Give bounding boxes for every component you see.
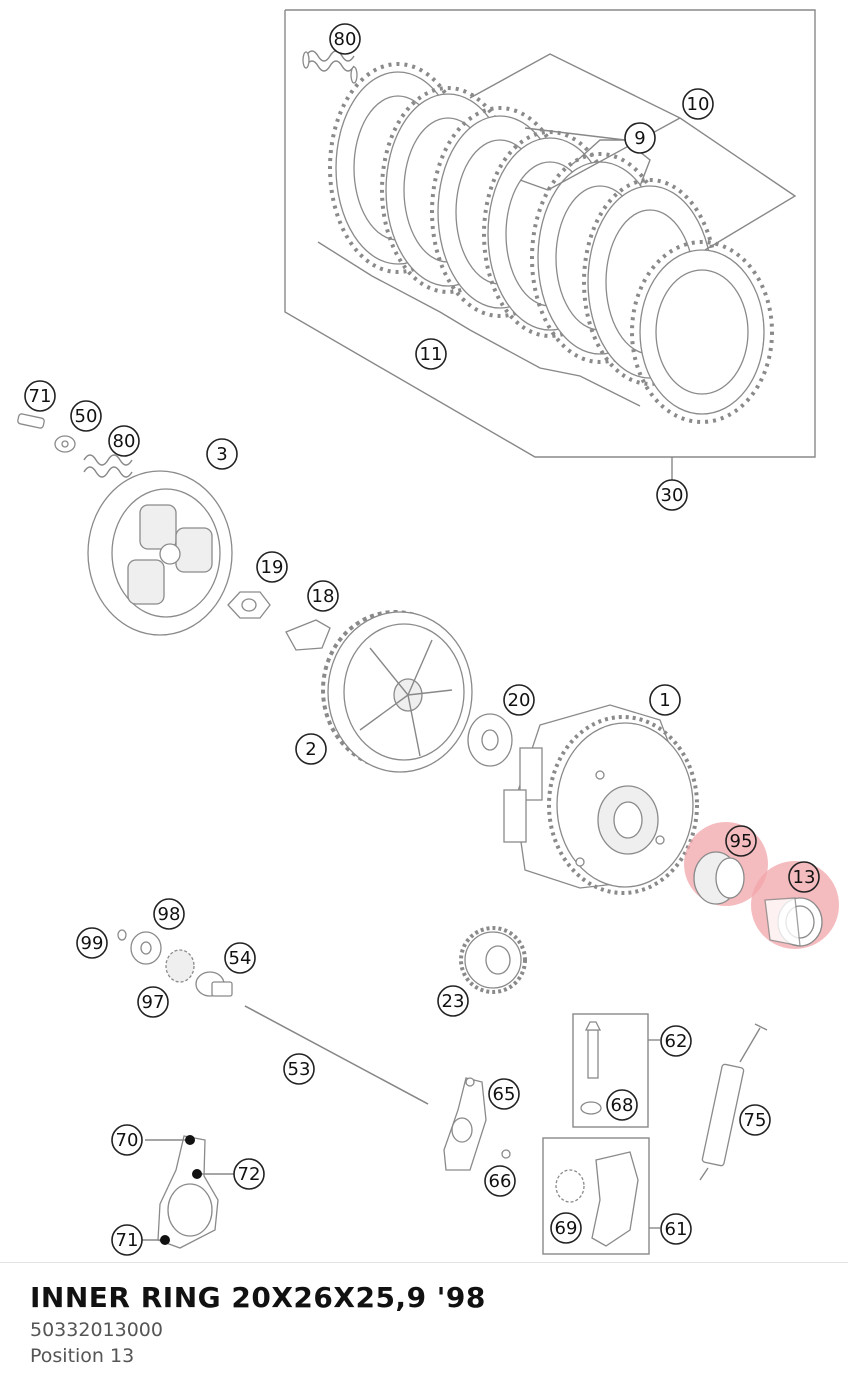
svg-text:68: 68 [611, 1095, 634, 1116]
callout-97[interactable]: 97 [137, 986, 169, 1018]
highlighted-parts [684, 822, 839, 949]
callout-18[interactable]: 18 [307, 580, 339, 612]
svg-text:19: 19 [261, 557, 284, 578]
svg-text:65: 65 [493, 1084, 516, 1105]
callout-10[interactable]: 10 [682, 88, 714, 120]
clutch-disc-stack [328, 62, 774, 424]
svg-text:99: 99 [81, 933, 104, 954]
svg-text:98: 98 [158, 904, 181, 925]
callout-11[interactable]: 11 [415, 338, 447, 370]
callout-50[interactable]: 50 [70, 400, 102, 432]
callout-1[interactable]: 1 [649, 684, 681, 716]
svg-text:50: 50 [75, 406, 98, 427]
pressure-plate-group [17, 413, 331, 651]
svg-text:62: 62 [665, 1031, 688, 1052]
svg-text:9: 9 [634, 128, 645, 149]
callout-70[interactable]: 70 [111, 1124, 143, 1156]
callout-62[interactable]: 62 [660, 1025, 692, 1057]
clutch-disc-kit-outline [284, 9, 816, 480]
gear-part-23 [459, 926, 527, 994]
callout-72[interactable]: 72 [233, 1158, 265, 1190]
callout-71-top[interactable]: 71 [24, 380, 56, 412]
svg-text:23: 23 [442, 991, 465, 1012]
syringe-part-75 [699, 1023, 768, 1181]
callout-71-bottom[interactable]: 71 [111, 1224, 143, 1256]
svg-text:66: 66 [489, 1171, 512, 1192]
callout-30[interactable]: 30 [656, 479, 688, 511]
svg-text:72: 72 [238, 1164, 261, 1185]
svg-text:97: 97 [142, 992, 165, 1013]
svg-text:95: 95 [730, 831, 753, 852]
svg-text:80: 80 [113, 431, 136, 452]
svg-text:1: 1 [659, 690, 670, 711]
svg-text:20: 20 [508, 690, 531, 711]
gasket-part-65 [443, 1077, 511, 1171]
callout-80-top[interactable]: 80 [329, 23, 361, 55]
clutch-basket-part-1 [503, 704, 699, 895]
svg-text:71: 71 [116, 1230, 139, 1251]
callout-99[interactable]: 99 [76, 927, 108, 959]
svg-text:69: 69 [555, 1218, 578, 1239]
callout-66[interactable]: 66 [484, 1165, 516, 1197]
slave-cylinder-box [542, 1137, 660, 1255]
bleeder-kit-box [572, 1013, 660, 1128]
part-info-panel: INNER RING 20X26X25,9 '98 50332013000 Po… [0, 1262, 848, 1391]
svg-text:10: 10 [687, 94, 710, 115]
callout-19[interactable]: 19 [256, 551, 288, 583]
part-name: INNER RING 20X26X25,9 '98 [30, 1281, 486, 1314]
callout-61[interactable]: 61 [660, 1213, 692, 1245]
svg-text:18: 18 [312, 586, 335, 607]
release-mechanism-parts [117, 929, 429, 1105]
exploded-parts-diagram: 80 10 9 11 30 71 50 80 3 19 18 2 20 1 95… [17, 9, 839, 1256]
svg-text:61: 61 [665, 1219, 688, 1240]
spring-part-80-top [302, 50, 358, 84]
svg-text:71: 71 [29, 386, 52, 407]
callout-68[interactable]: 68 [606, 1089, 638, 1121]
part-position: Position 13 [30, 1345, 135, 1367]
callout-3[interactable]: 3 [206, 438, 238, 470]
callout-20[interactable]: 20 [503, 684, 535, 716]
callout-80[interactable]: 80 [108, 425, 140, 457]
bracket-part-70 [142, 1135, 234, 1249]
svg-text:70: 70 [116, 1130, 139, 1151]
callout-95[interactable]: 95 [725, 825, 757, 857]
svg-text:11: 11 [420, 344, 443, 365]
callout-9[interactable]: 9 [624, 122, 656, 154]
callout-69[interactable]: 69 [550, 1212, 582, 1244]
svg-text:30: 30 [661, 485, 684, 506]
washer-part-20 [467, 713, 513, 767]
callout-23[interactable]: 23 [437, 985, 469, 1017]
svg-text:75: 75 [744, 1110, 767, 1131]
inner-hub-part-2 [321, 610, 473, 773]
svg-text:80: 80 [334, 29, 357, 50]
callout-65[interactable]: 65 [488, 1078, 520, 1110]
svg-text:13: 13 [793, 867, 816, 888]
callout-54[interactable]: 54 [224, 942, 256, 974]
part-number: 50332013000 [30, 1319, 163, 1341]
callout-53[interactable]: 53 [283, 1053, 315, 1085]
svg-text:2: 2 [305, 739, 316, 760]
svg-text:3: 3 [216, 444, 227, 465]
callout-13[interactable]: 13 [788, 861, 820, 893]
callout-75[interactable]: 75 [739, 1104, 771, 1136]
callout-98[interactable]: 98 [153, 898, 185, 930]
svg-text:54: 54 [229, 948, 252, 969]
callout-2[interactable]: 2 [295, 733, 327, 765]
svg-text:53: 53 [288, 1059, 311, 1080]
